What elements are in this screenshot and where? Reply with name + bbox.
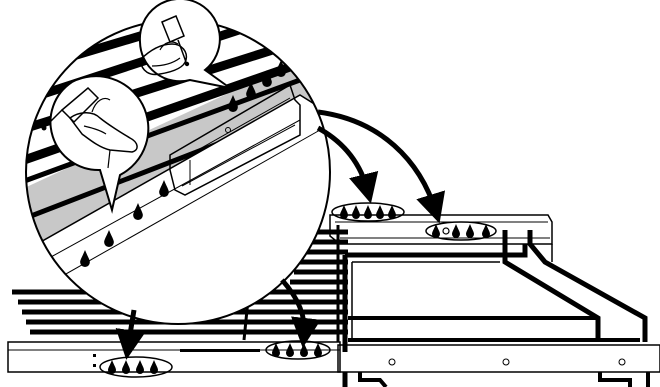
grease-drop-icon (340, 205, 348, 219)
right-frame (330, 215, 660, 387)
grease-drop-icon (108, 360, 116, 374)
grease-drop-icon (272, 343, 280, 357)
magnified-detail-circle (0, 0, 340, 330)
grease-drop-icon (150, 360, 158, 374)
grease-drop-icon (376, 205, 384, 219)
grease-drop-icon (286, 343, 294, 357)
grease-drop-icon (136, 360, 144, 374)
grease-drop-icon (452, 224, 460, 238)
grease-drop-icon (122, 360, 130, 374)
grease-drop-icon (388, 205, 396, 219)
grease-drop-icon (466, 224, 474, 238)
grease-drop-icon (314, 343, 322, 357)
grease-drop-icon (300, 343, 308, 357)
grease-drop-icon (352, 205, 360, 219)
grease-drop-icon (364, 205, 372, 219)
